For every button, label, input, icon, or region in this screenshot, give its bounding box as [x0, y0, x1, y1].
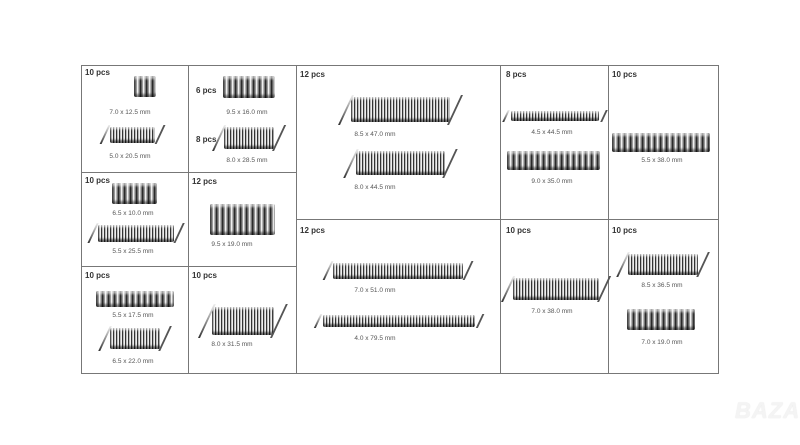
cell-divider: [81, 266, 189, 374]
quantity-label: 8 pcs: [196, 135, 217, 144]
compression-spring: [627, 309, 695, 330]
cell-divider: [296, 219, 501, 374]
spring-size-label: 7.0 x 51.0 mm: [354, 287, 396, 294]
cell-divider: [296, 65, 501, 220]
extension-spring: [356, 151, 445, 175]
extension-spring: [224, 127, 274, 149]
cell-divider: [188, 266, 297, 374]
quantity-label: 8 pcs: [506, 70, 527, 79]
extension-spring: [110, 328, 160, 349]
cell-divider: [608, 65, 719, 220]
compression-spring: [223, 76, 275, 98]
spring-size-label: 6.5 x 10.0 mm: [112, 210, 154, 217]
quantity-label: 10 pcs: [192, 271, 217, 280]
spring-size-label: 8.0 x 44.5 mm: [354, 184, 396, 191]
spring-size-label: 5.5 x 38.0 mm: [641, 157, 683, 164]
compression-spring: [507, 151, 600, 170]
extension-spring: [98, 225, 174, 242]
extension-spring: [110, 127, 155, 143]
extension-spring: [513, 278, 599, 300]
compression-spring: [96, 291, 174, 307]
quantity-label: 10 pcs: [612, 70, 637, 79]
spring-size-label: 5.5 x 25.5 mm: [112, 248, 154, 255]
spring-size-label: 8.0 x 28.5 mm: [226, 157, 268, 164]
extension-spring: [212, 307, 274, 335]
quantity-label: 12 pcs: [300, 226, 325, 235]
spring-size-label: 7.0 x 12.5 mm: [109, 109, 151, 116]
spring-size-label: 4.0 x 79.5 mm: [354, 335, 396, 342]
spring-size-label: 8.5 x 47.0 mm: [354, 131, 396, 138]
spring-size-label: 8.0 x 31.5 mm: [211, 341, 253, 348]
bazar-logo-watermark: BAZAR: [735, 398, 800, 423]
extension-spring: [323, 315, 475, 327]
quantity-label: 10 pcs: [612, 226, 637, 235]
extension-spring: [628, 254, 698, 275]
spring-size-label: 5.0 x 20.5 mm: [109, 153, 151, 160]
extension-spring: [333, 263, 463, 279]
compression-spring: [210, 204, 275, 235]
cell-divider: [500, 65, 609, 220]
spring-size-label: 7.0 x 38.0 mm: [531, 308, 573, 315]
quantity-label: 10 pcs: [506, 226, 531, 235]
cell-divider: [188, 65, 297, 173]
spring-size-label: 5.5 x 17.5 mm: [112, 312, 154, 319]
spring-size-label: 9.0 x 35.0 mm: [531, 178, 573, 185]
compression-spring: [612, 133, 710, 152]
spring-size-label: 6.5 x 22.0 mm: [112, 358, 154, 365]
spring-size-label: 8.5 x 36.5 mm: [641, 282, 683, 289]
spring-size-label: 9.5 x 19.0 mm: [211, 241, 253, 248]
spring-size-label: 4.5 x 44.5 mm: [531, 129, 573, 136]
compression-spring: [134, 76, 156, 97]
cell-divider: [500, 219, 609, 374]
quantity-label: 6 pcs: [196, 86, 217, 95]
cell-divider: [81, 65, 189, 173]
cell-divider: [81, 172, 189, 267]
quantity-label: 12 pcs: [192, 177, 217, 186]
quantity-label: 10 pcs: [85, 271, 110, 280]
quantity-label: 10 pcs: [85, 176, 110, 185]
quantity-label: 10 pcs: [85, 68, 110, 77]
extension-spring: [351, 97, 450, 122]
compression-spring: [112, 183, 157, 204]
extension-spring: [511, 111, 599, 121]
spring-size-label: 9.5 x 16.0 mm: [226, 109, 268, 116]
spring-size-label: 7.0 x 19.0 mm: [641, 339, 683, 346]
quantity-label: 12 pcs: [300, 70, 325, 79]
